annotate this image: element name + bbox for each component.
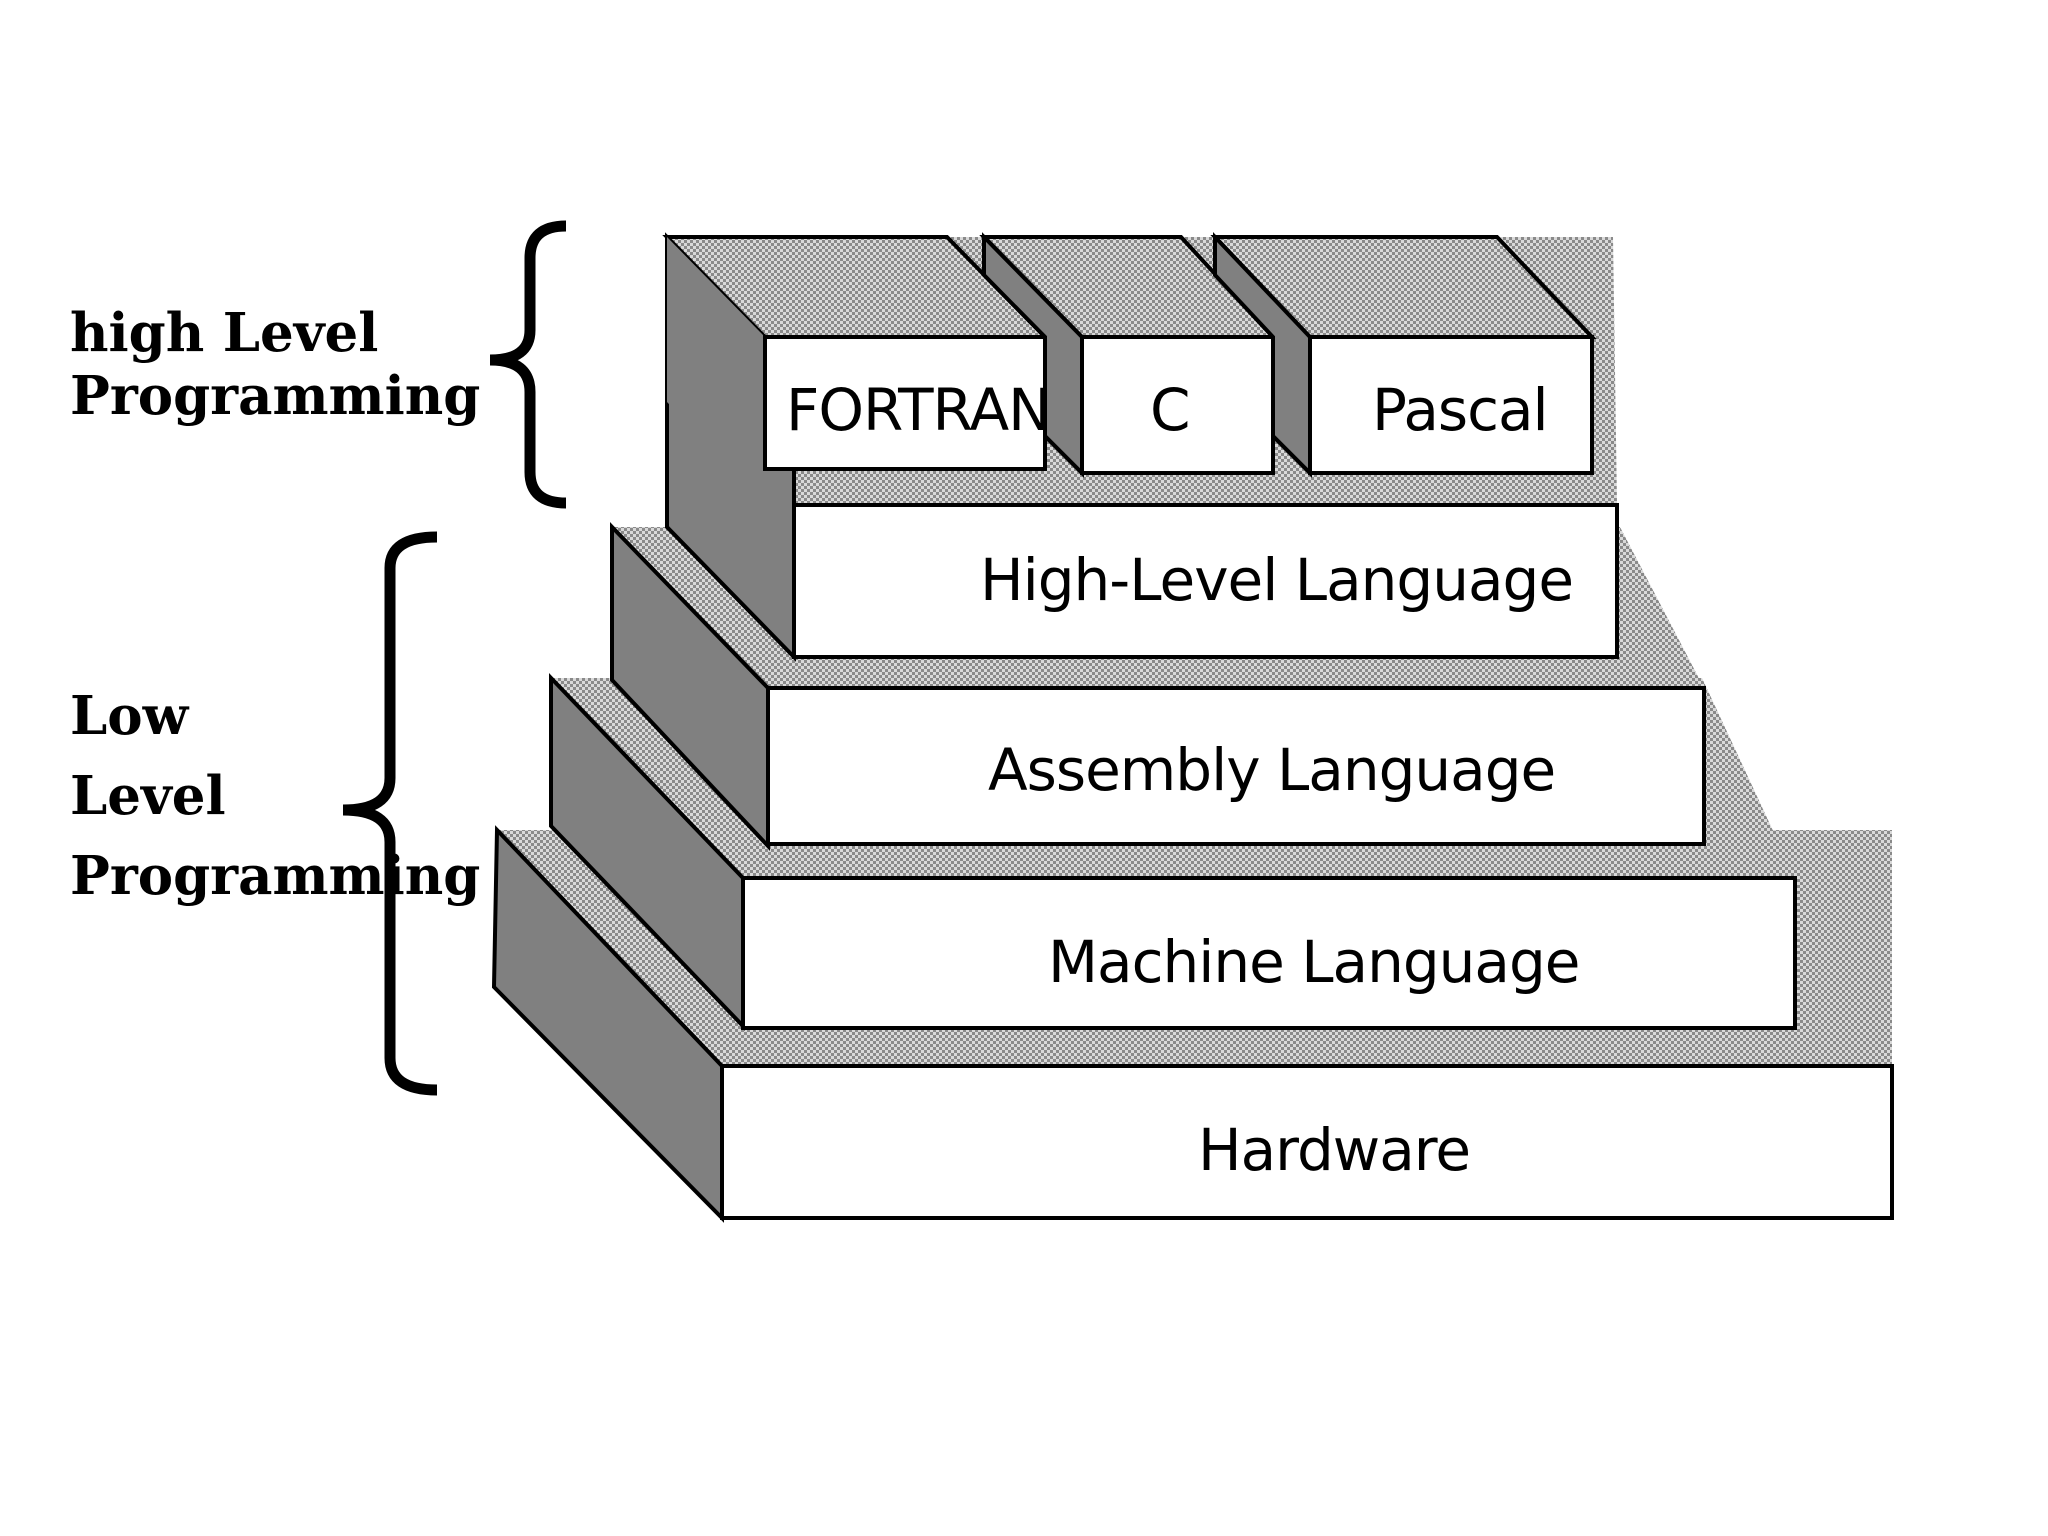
low-level-line-2: Level bbox=[70, 765, 226, 827]
hardware-face bbox=[720, 1064, 1894, 1220]
fortran-block bbox=[662, 235, 1050, 505]
c-face bbox=[1080, 335, 1275, 475]
assembly-face bbox=[766, 686, 1706, 846]
machine-language-label: Machine Language bbox=[1048, 928, 1579, 996]
fortran-face bbox=[763, 335, 1047, 471]
c-label: C bbox=[1150, 376, 1190, 444]
high-level-face bbox=[792, 503, 1619, 659]
low-level-bracket-icon bbox=[342, 531, 438, 1096]
fortran-label: FORTRAN bbox=[786, 376, 1051, 444]
pascal-label: Pascal bbox=[1372, 376, 1548, 444]
hardware-label: Hardware bbox=[1198, 1116, 1470, 1184]
high-level-line-2: Programming bbox=[70, 365, 481, 427]
high-level-line-1: high Level bbox=[70, 302, 379, 364]
pascal-face bbox=[1308, 335, 1594, 475]
pascal-block bbox=[1210, 231, 1597, 478]
high-level-language-label: High-Level Language bbox=[980, 546, 1573, 614]
high-level-programming-label: high Level Programming bbox=[70, 302, 480, 428]
fortran-side bbox=[667, 237, 765, 505]
assembly-language-label: Assembly Language bbox=[988, 736, 1555, 804]
low-level-programming-label: Low Level Programming bbox=[70, 676, 480, 916]
low-level-line-1: Low bbox=[70, 685, 189, 747]
c-block bbox=[979, 232, 1278, 478]
low-level-line-3: Programming bbox=[70, 845, 481, 907]
high-level-bracket-icon bbox=[489, 220, 567, 509]
machine-face bbox=[741, 876, 1797, 1030]
